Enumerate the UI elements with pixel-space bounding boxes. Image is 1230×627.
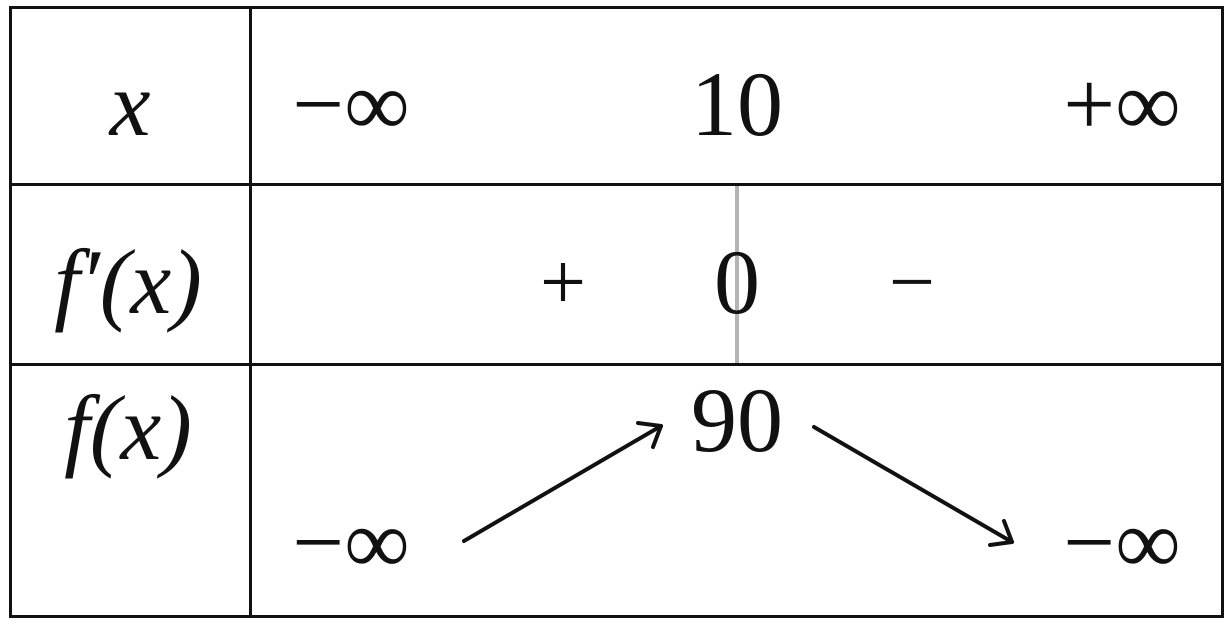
variation-table — [9, 6, 1224, 618]
derivative-sign-positive: + — [539, 236, 587, 327]
x-value-minus-infinity: −∞ — [292, 53, 410, 155]
x-value-critical: 10 — [691, 53, 783, 155]
x-row-label: x — [109, 53, 151, 155]
derivative-zero: 0 — [714, 231, 760, 333]
x-value-plus-infinity: +∞ — [1063, 53, 1181, 155]
f-row-label: f(x) — [64, 377, 192, 479]
variation-right-limit: −∞ — [1063, 491, 1181, 593]
zero-marker-line — [735, 186, 739, 363]
variation-left-limit: −∞ — [292, 491, 410, 593]
derivative-sign-negative: − — [888, 236, 936, 327]
label-column-divider — [249, 6, 252, 618]
row-divider-2 — [9, 363, 1224, 366]
variation-maximum: 90 — [691, 369, 783, 471]
row-divider-1 — [9, 183, 1224, 186]
fprime-row-label: f′(x) — [54, 231, 202, 333]
